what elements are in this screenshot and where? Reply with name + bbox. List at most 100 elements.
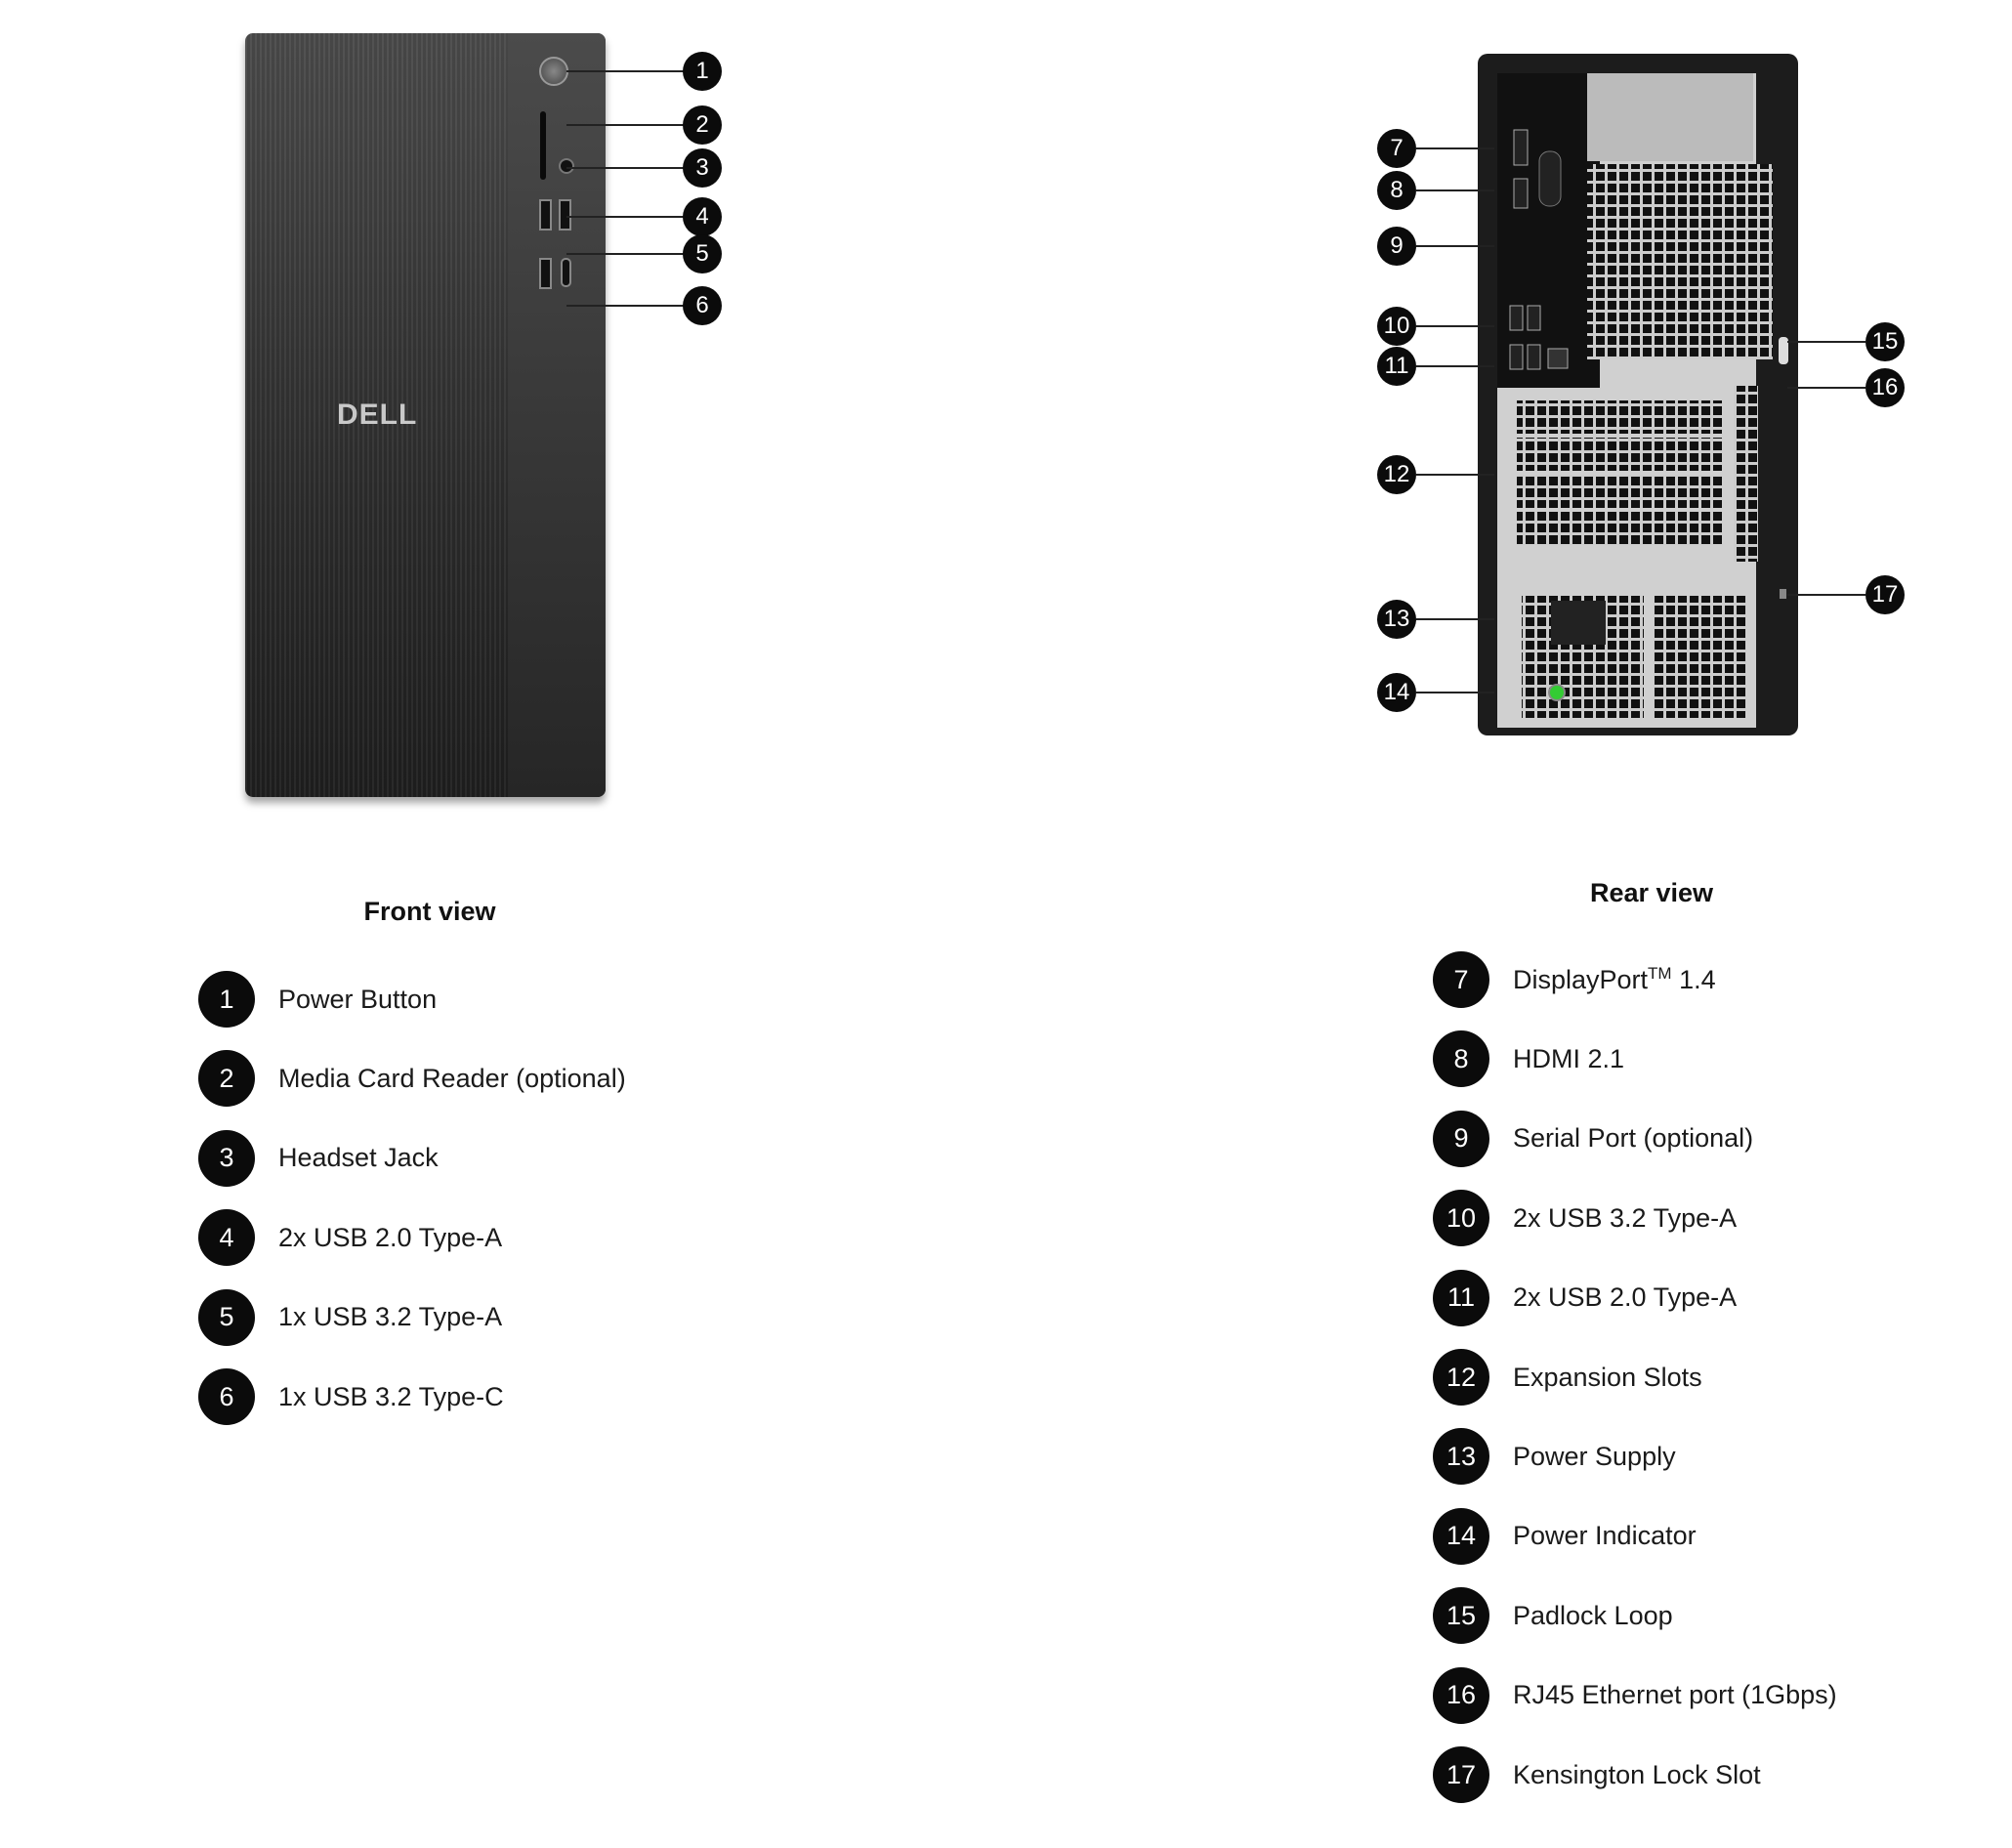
callout-marker: 16 — [1865, 368, 1905, 407]
legend-item: 4 2x USB 2.0 Type-A — [198, 1209, 503, 1267]
callout-marker: 4 — [683, 197, 722, 236]
legend-label: 2x USB 2.0 Type-A — [1513, 1282, 1738, 1313]
legend-item: 6 1x USB 3.2 Type-C — [198, 1368, 504, 1425]
kensington-slot-icon — [1780, 589, 1786, 599]
legend-label: 1x USB 3.2 Type-C — [278, 1381, 504, 1411]
legend-label: RJ45 Ethernet port (1Gbps) — [1513, 1680, 1837, 1710]
legend-item: 10 2x USB 3.2 Type-A — [1433, 1190, 1738, 1247]
usb-c-icon — [561, 258, 571, 287]
legend-number: 12 — [1433, 1349, 1489, 1406]
fan-vent — [1587, 164, 1773, 359]
callout-marker: 17 — [1865, 575, 1905, 614]
legend-label: HDMI 2.1 — [1513, 1043, 1625, 1073]
legend-label: Kensington Lock Slot — [1513, 1759, 1761, 1789]
callout-line — [1416, 618, 1494, 620]
legend-label: 2x USB 2.0 Type-A — [278, 1222, 503, 1252]
legend-label: Serial Port (optional) — [1513, 1123, 1754, 1154]
legend-item: 5 1x USB 3.2 Type-A — [198, 1288, 503, 1346]
legend-item: 13 Power Supply — [1433, 1428, 1676, 1486]
callout-marker: 1 — [683, 52, 722, 91]
callout-marker: 5 — [683, 234, 722, 273]
legend-number: 6 — [198, 1368, 255, 1425]
callout-marker: 10 — [1377, 307, 1416, 346]
legend-item: 8 HDMI 2.1 — [1433, 1030, 1625, 1088]
legend-number: 7 — [1433, 951, 1489, 1008]
callout-line — [1416, 474, 1494, 476]
callout-line — [1416, 245, 1494, 247]
callout-line — [566, 253, 684, 255]
legend-label: Power Button — [278, 984, 438, 1014]
legend-label: 1x USB 3.2 Type-A — [278, 1302, 503, 1332]
legend-item: 14 Power Indicator — [1433, 1507, 1697, 1565]
callout-line — [566, 124, 684, 126]
legend-number: 17 — [1433, 1746, 1489, 1803]
front-io-panel — [508, 33, 606, 797]
legend-label: 2x USB 3.2 Type-A — [1513, 1202, 1738, 1233]
legend-number: 13 — [1433, 1428, 1489, 1486]
power-button-icon — [539, 57, 568, 86]
legend-item: 2 Media Card Reader (optional) — [198, 1050, 626, 1108]
legend-label: Power Supply — [1513, 1441, 1676, 1471]
power-socket-icon — [1551, 601, 1606, 645]
callout-marker: 15 — [1865, 322, 1905, 361]
legend-number: 14 — [1433, 1507, 1489, 1565]
legend-number: 9 — [1433, 1110, 1489, 1167]
legend-number: 16 — [1433, 1666, 1489, 1724]
callout-marker: 8 — [1377, 171, 1416, 210]
legend-label: Padlock Loop — [1513, 1600, 1673, 1630]
legend-label: DisplayPortTM 1.4 — [1513, 964, 1716, 994]
callout-marker: 7 — [1377, 129, 1416, 168]
callout-marker: 3 — [683, 148, 722, 188]
legend-item: 16 RJ45 Ethernet port (1Gbps) — [1433, 1666, 1837, 1724]
legend-number: 1 — [198, 971, 255, 1028]
callout-line — [566, 70, 684, 72]
legend-number: 15 — [1433, 1587, 1489, 1645]
callout-marker: 9 — [1377, 227, 1416, 266]
legend-number: 2 — [198, 1050, 255, 1108]
legend-item: 7 DisplayPortTM 1.4 — [1433, 951, 1716, 1008]
callout-marker: 2 — [683, 105, 722, 145]
front-tower-image — [245, 33, 606, 797]
front-view-title: Front view — [363, 897, 496, 926]
callout-marker: 13 — [1377, 600, 1416, 639]
legend-item: 1 Power Button — [198, 971, 437, 1028]
legend-number: 8 — [1433, 1030, 1489, 1088]
callout-line — [1416, 325, 1494, 327]
callout-line — [566, 216, 684, 218]
callout-line — [1416, 365, 1494, 367]
usb-a-icon — [539, 258, 552, 289]
trademark: TM — [1648, 964, 1672, 983]
legend-label: Power Indicator — [1513, 1521, 1697, 1551]
callout-marker: 6 — [683, 286, 722, 325]
legend-label: Media Card Reader (optional) — [278, 1063, 626, 1093]
legend-number: 4 — [198, 1209, 255, 1267]
callout-line — [1416, 147, 1494, 149]
callout-line — [1787, 594, 1865, 596]
power-indicator-icon — [1548, 684, 1566, 701]
legend-label: Expansion Slots — [1513, 1362, 1702, 1392]
callout-line — [566, 305, 684, 307]
headset-jack-icon — [559, 158, 574, 174]
callout-marker: 12 — [1377, 455, 1416, 494]
callout-line — [1416, 189, 1494, 191]
callout-marker: 11 — [1377, 347, 1416, 386]
legend-item: 15 Padlock Loop — [1433, 1587, 1673, 1645]
callout-line — [1416, 692, 1494, 693]
legend-item: 12 Expansion Slots — [1433, 1349, 1702, 1406]
legend-number: 10 — [1433, 1190, 1489, 1247]
legend-item: 17 Kensington Lock Slot — [1433, 1746, 1761, 1803]
legend-item: 11 2x USB 2.0 Type-A — [1433, 1269, 1738, 1326]
padlock-loop-icon — [1779, 337, 1788, 364]
usb-a-icon — [559, 199, 571, 231]
legend-label: Headset Jack — [278, 1143, 439, 1173]
dell-logo: DELL — [337, 399, 418, 431]
usb-a-icon — [539, 199, 552, 231]
legend-number: 5 — [198, 1288, 255, 1346]
legend-number: 11 — [1433, 1269, 1489, 1326]
legend-item: 9 Serial Port (optional) — [1433, 1110, 1754, 1167]
io-shield — [1497, 73, 1600, 388]
card-reader-icon — [540, 111, 546, 180]
callout-line — [1787, 387, 1865, 389]
callout-marker: 14 — [1377, 673, 1416, 712]
